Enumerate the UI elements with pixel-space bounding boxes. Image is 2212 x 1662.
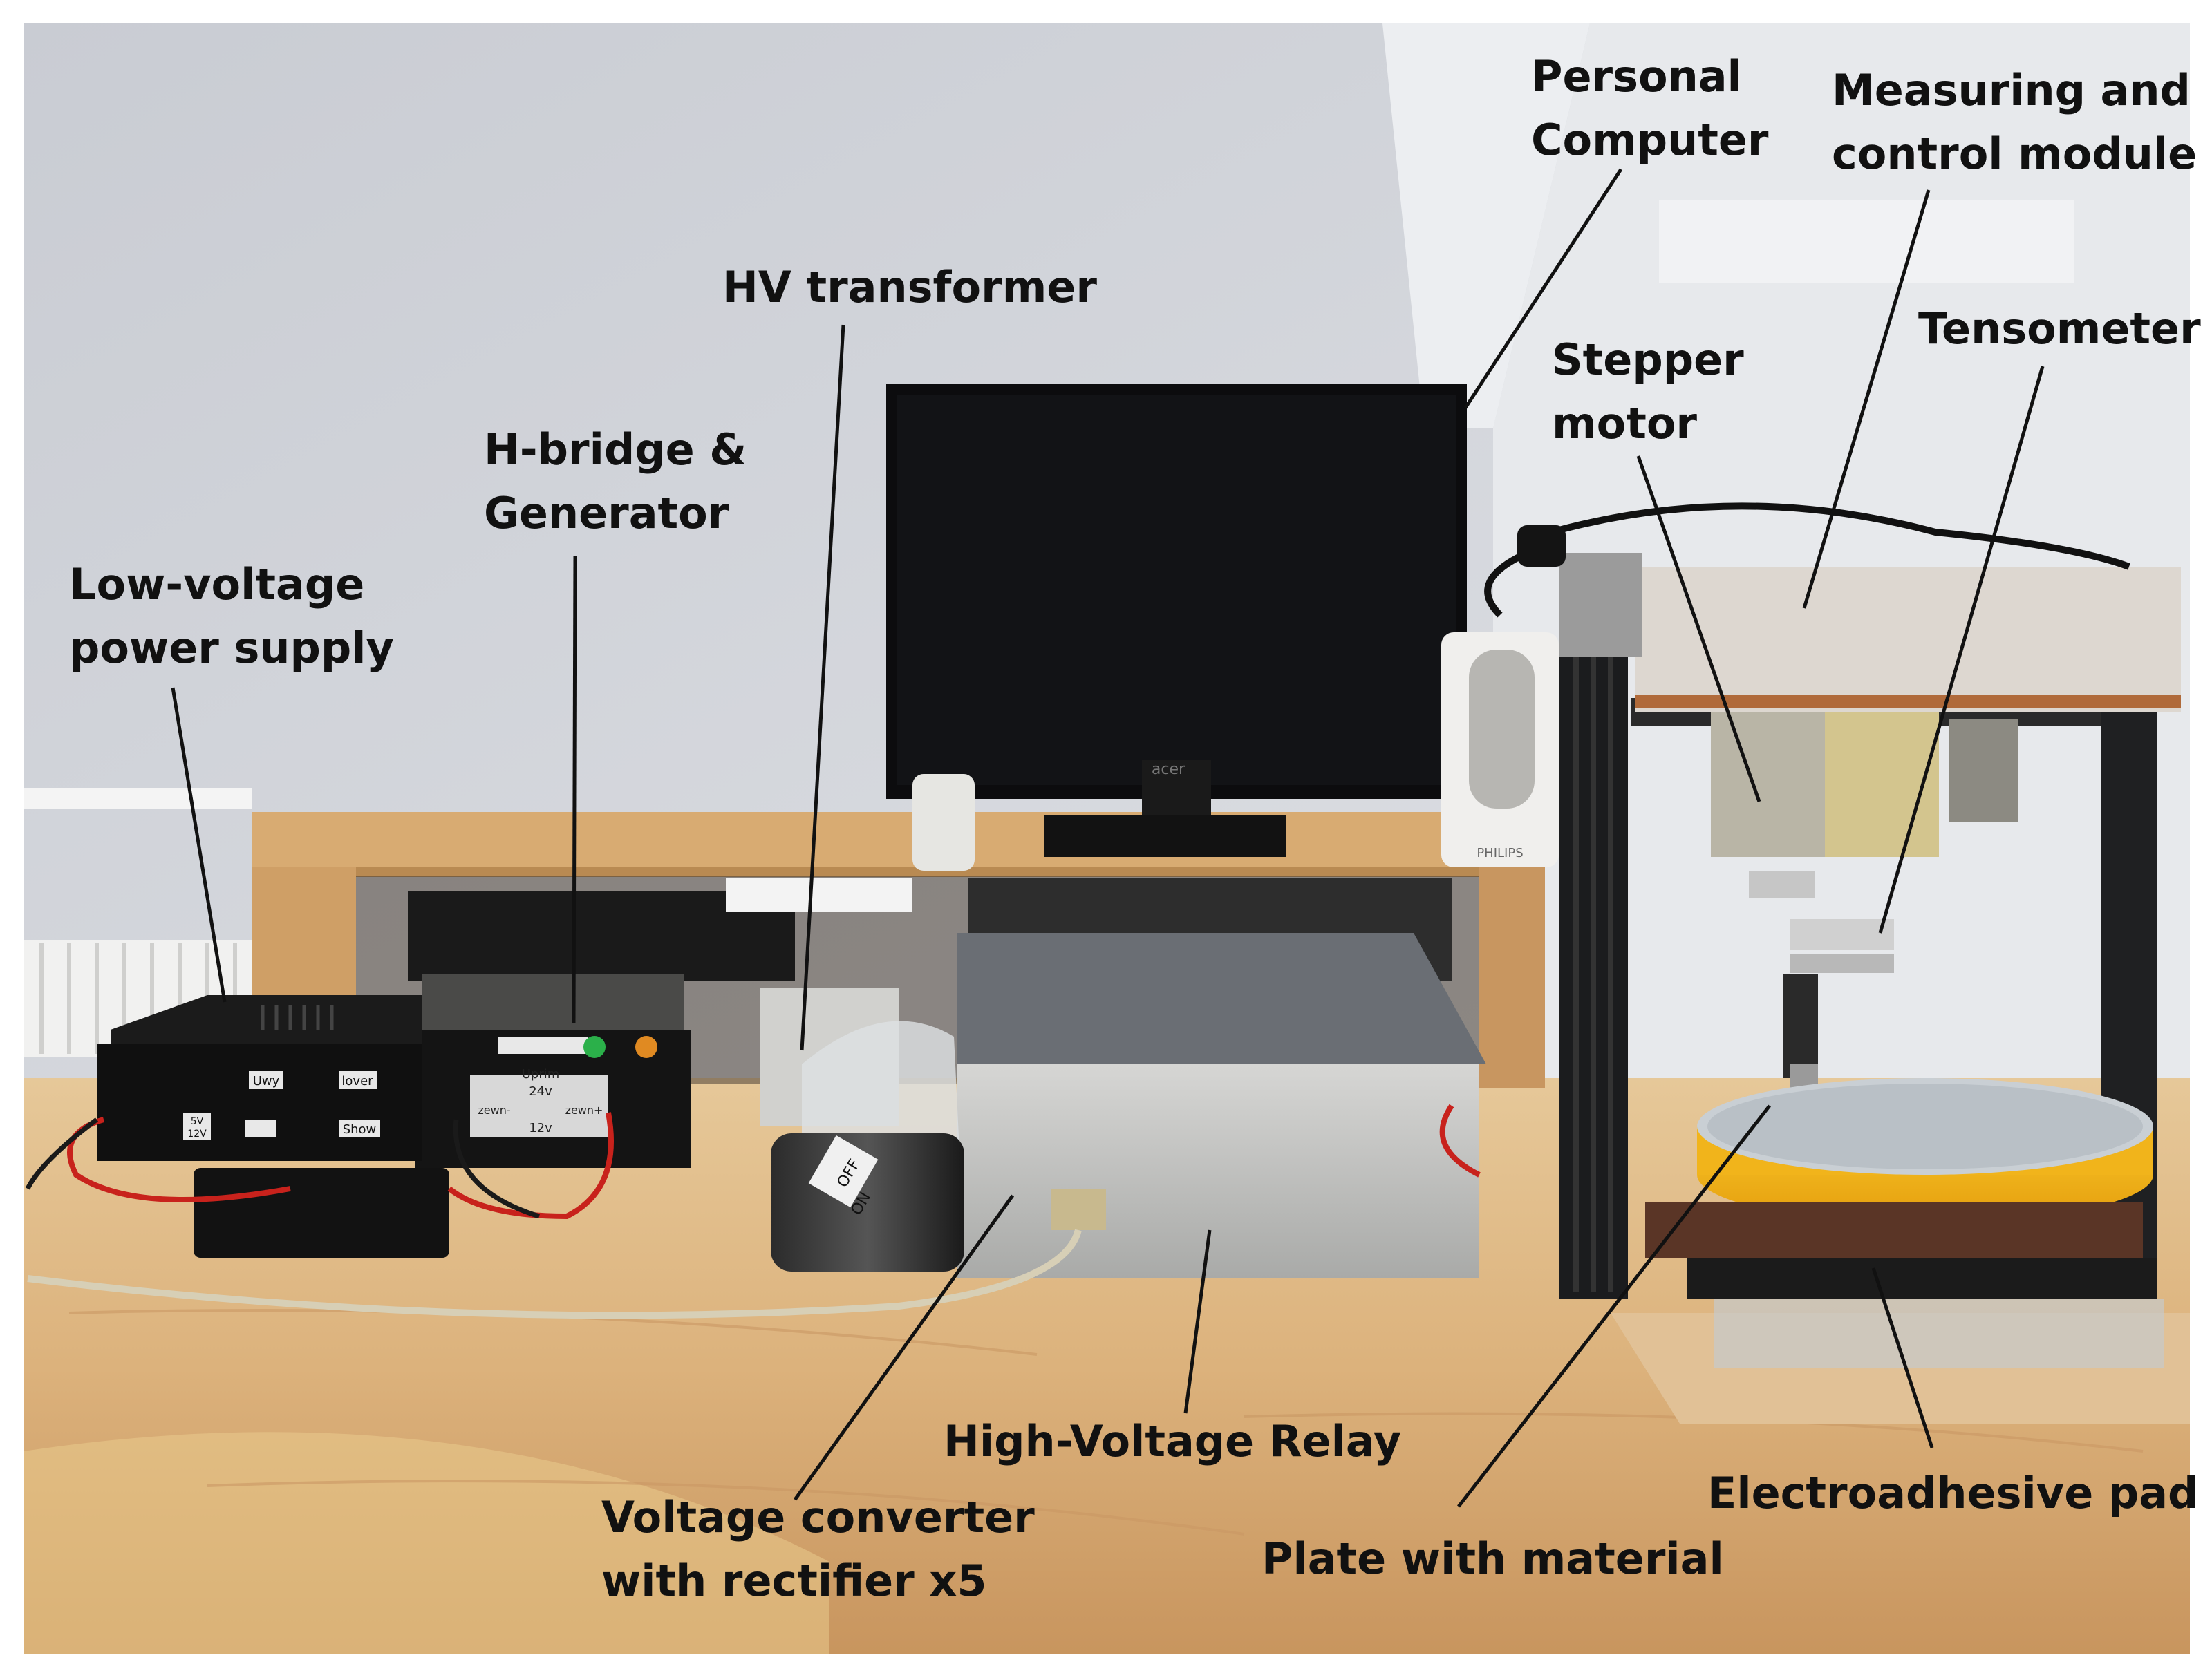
label-personal-computer: Personal Computer xyxy=(1531,51,1769,165)
h-bridge-generator-box: Uprim 24v zewn- zewn+ 12v xyxy=(415,974,691,1168)
label-low-voltage-supply: Low-voltage power supply xyxy=(69,559,394,673)
speaker-right: PHILIPS xyxy=(1441,632,1559,867)
gen-label-2: 24v xyxy=(529,1084,552,1099)
small-black-box xyxy=(194,1168,449,1258)
label-stepper-motor: Stepper motor xyxy=(1552,334,1744,448)
voltage-converter: OFF ON xyxy=(771,1021,964,1272)
label-electroadhesive-pad: Electroadhesive pad xyxy=(1707,1468,2199,1518)
monitor-brand: acer xyxy=(1152,761,1185,778)
gen-label-5: 12v xyxy=(529,1121,552,1135)
gen-label-3: zewn- xyxy=(478,1104,510,1117)
electroadhesive-pad xyxy=(1645,1202,2143,1258)
psu-label-5: 12V xyxy=(187,1129,207,1140)
low-voltage-power-supply: Uwy lover Show 5V 12V xyxy=(97,995,422,1161)
psu-label-3: Show xyxy=(343,1122,377,1137)
label-voltage-converter: Voltage converter with rectifier x5 xyxy=(601,1492,1035,1606)
tensometer xyxy=(1749,871,1815,898)
label-h-bridge: H-bridge & Generator xyxy=(484,424,747,538)
speaker-left xyxy=(912,774,975,871)
test-rig xyxy=(1484,502,2190,1424)
hv-relay-box xyxy=(27,933,1486,1319)
measuring-module-box xyxy=(1635,567,2181,712)
speaker-brand: PHILIPS xyxy=(1477,846,1523,860)
psu-label-2: lover xyxy=(341,1074,373,1088)
gen-label-4: zewn+ xyxy=(565,1104,603,1117)
label-measuring-module: Measuring and control module xyxy=(1832,65,2197,179)
label-plate-with-material: Plate with material xyxy=(1262,1533,1724,1584)
annotation-lines xyxy=(171,168,2045,1508)
gen-label-1: Uprim xyxy=(522,1067,560,1082)
psu-label-1: Uwy xyxy=(253,1074,280,1088)
label-hv-relay: High-Voltage Relay xyxy=(944,1416,1402,1466)
monitor: acer xyxy=(886,384,1467,857)
label-tensometer: Tensometer xyxy=(1918,303,2201,354)
label-hv-transformer: HV transformer xyxy=(722,262,1097,312)
psu-label-4: 5V xyxy=(191,1116,204,1127)
